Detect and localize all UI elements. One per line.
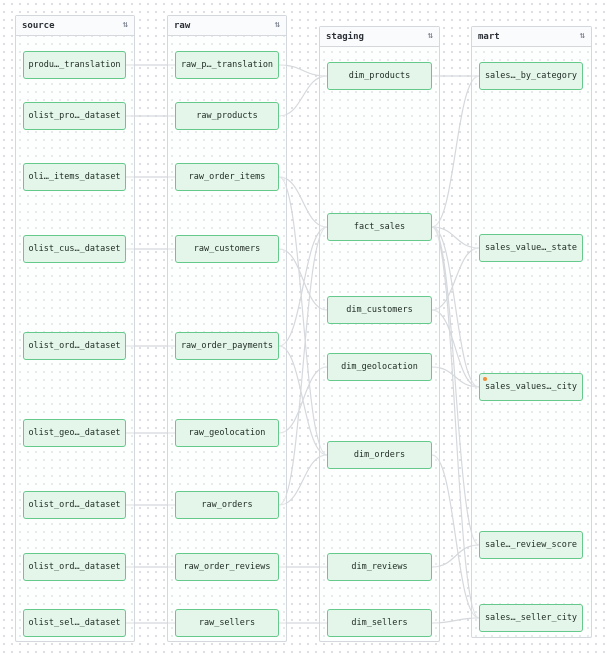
collapse-toggle-icon[interactable]: ⇅ [122, 20, 128, 30]
model-node[interactable]: olist_pro…_dataset [23, 102, 126, 130]
model-node[interactable]: sales…_by_category [479, 62, 583, 90]
model-node[interactable]: raw_p…_translation [175, 51, 279, 79]
model-node[interactable]: dim_reviews [327, 553, 432, 581]
model-node[interactable]: produ…_translation [23, 51, 126, 79]
model-node[interactable]: raw_order_items [175, 163, 279, 191]
column-title: mart [478, 31, 500, 42]
model-node[interactable]: dim_geolocation [327, 353, 432, 381]
collapse-toggle-icon[interactable]: ⇅ [274, 20, 280, 30]
model-node[interactable]: oli…_items_dataset [23, 163, 126, 191]
model-node[interactable]: raw_sellers [175, 609, 279, 637]
model-node[interactable]: olist_cus…_dataset [23, 235, 126, 263]
model-node[interactable]: raw_order_reviews [175, 553, 279, 581]
model-node[interactable]: sales…_seller_city [479, 604, 583, 632]
model-node[interactable]: sale…_review_score [479, 531, 583, 559]
model-node[interactable]: raw_order_payments [175, 332, 279, 360]
collapse-toggle-icon[interactable]: ⇅ [579, 31, 585, 41]
model-node-label: sales_values…_city [484, 382, 578, 392]
model-node[interactable]: sales_value…_state [479, 234, 583, 262]
model-node[interactable]: fact_sales [327, 213, 432, 241]
model-node[interactable]: olist_geo…_dataset [23, 419, 126, 447]
column-title: source [22, 20, 55, 31]
model-node[interactable]: dim_customers [327, 296, 432, 324]
model-node[interactable]: olist_ord…_dataset [23, 553, 126, 581]
column-header: raw ⇅ [168, 16, 286, 36]
model-node[interactable]: dim_orders [327, 441, 432, 469]
model-node[interactable]: olist_ord…_dataset [23, 332, 126, 360]
model-node[interactable]: olist_ord…_dataset [23, 491, 126, 519]
model-node[interactable]: sales_values…_city [479, 373, 583, 401]
column-staging: staging ⇅ [319, 26, 440, 642]
model-node[interactable]: raw_products [175, 102, 279, 130]
model-node[interactable]: dim_sellers [327, 609, 432, 637]
column-header: source ⇅ [16, 16, 134, 36]
model-node[interactable]: dim_products [327, 62, 432, 90]
model-node[interactable]: olist_sel…_dataset [23, 609, 126, 637]
status-dot-icon [483, 377, 487, 381]
model-node[interactable]: raw_orders [175, 491, 279, 519]
column-title: staging [326, 31, 364, 42]
model-node[interactable]: raw_customers [175, 235, 279, 263]
column-header: mart ⇅ [472, 27, 591, 47]
column-header: staging ⇅ [320, 27, 439, 47]
column-title: raw [174, 20, 191, 31]
collapse-toggle-icon[interactable]: ⇅ [427, 31, 433, 41]
model-node[interactable]: raw_geolocation [175, 419, 279, 447]
